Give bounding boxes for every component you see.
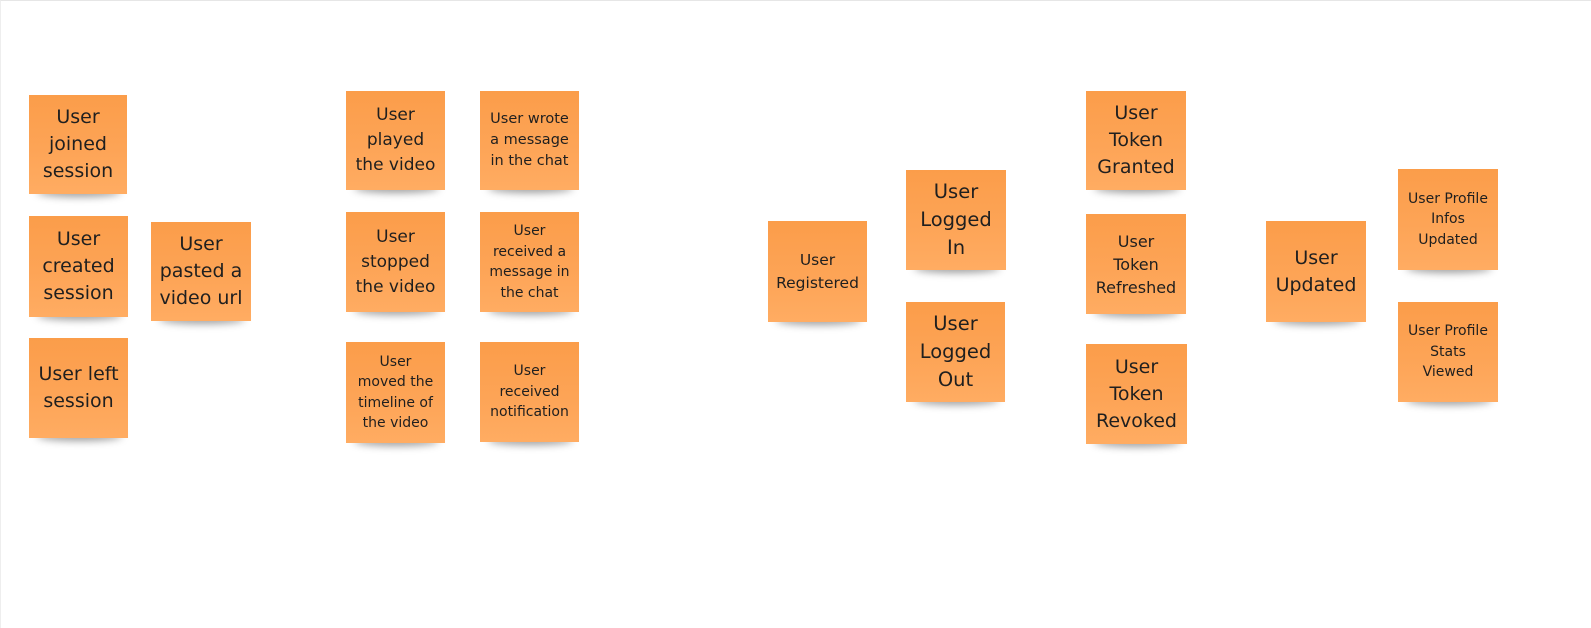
sticky-note-user-received-message[interactable]: User received a message in the chat — [480, 212, 579, 312]
sticky-note-text: User created session — [42, 228, 115, 304]
sticky-note-user-played-video[interactable]: User played the video — [346, 91, 445, 190]
sticky-note-text: User pasted a video url — [159, 233, 243, 309]
sticky-note-user-joined-session[interactable]: User joined session — [29, 95, 127, 194]
sticky-note-text: User Logged In — [920, 180, 992, 259]
sticky-note-user-created-session[interactable]: User created session — [29, 216, 128, 317]
sticky-note-text: User received a message in the chat — [489, 223, 570, 301]
sticky-note-user-moved-timeline[interactable]: User moved the timeline of the video — [346, 342, 445, 443]
sticky-note-user-wrote-message[interactable]: User wrote a message in the chat — [480, 91, 579, 190]
sticky-note-user-registered[interactable]: User Registered — [768, 221, 867, 322]
sticky-note-text: User received notification — [490, 363, 569, 421]
sticky-note-user-logged-out[interactable]: User Logged Out — [906, 302, 1005, 402]
sticky-note-text: User stopped the video — [355, 226, 436, 297]
sticky-note-text: User Updated — [1275, 246, 1357, 296]
sticky-note-user-token-refreshed[interactable]: User Token Refreshed — [1086, 214, 1186, 314]
sticky-note-user-pasted-video-url[interactable]: User pasted a video url — [151, 222, 251, 321]
sticky-note-text: User Token Revoked — [1096, 355, 1177, 432]
sticky-note-user-profile-infos-updated[interactable]: User Profile Infos Updated — [1398, 169, 1498, 270]
sticky-note-text: User Token Refreshed — [1095, 231, 1177, 297]
sticky-note-text: User played the video — [355, 105, 436, 175]
sticky-note-user-logged-in[interactable]: User Logged In — [906, 170, 1006, 270]
sticky-note-text: User Logged Out — [919, 312, 992, 391]
sticky-note-user-updated[interactable]: User Updated — [1266, 221, 1366, 322]
sticky-note-text: User moved the timeline of the video — [357, 353, 434, 432]
sticky-note-user-received-notification[interactable]: User received notification — [480, 342, 579, 442]
sticky-note-text: User joined session — [42, 106, 114, 182]
sticky-note-text: User Profile Infos Updated — [1408, 190, 1488, 248]
sticky-note-text: User wrote a message in the chat — [490, 111, 569, 169]
sticky-note-user-token-revoked[interactable]: User Token Revoked — [1086, 344, 1187, 444]
sticky-note-text: User left session — [38, 363, 119, 412]
sticky-note-user-token-granted[interactable]: User Token Granted — [1086, 91, 1186, 190]
sticky-note-text: User Profile Stats Viewed — [1408, 323, 1488, 381]
sticky-note-text: User Token Granted — [1097, 102, 1175, 178]
sticky-note-user-left-session[interactable]: User left session — [29, 338, 128, 438]
sticky-note-user-profile-stats-viewed[interactable]: User Profile Stats Viewed — [1398, 302, 1498, 402]
sticky-note-user-stopped-video[interactable]: User stopped the video — [346, 212, 445, 312]
sticky-note-text: User Registered — [776, 250, 859, 292]
